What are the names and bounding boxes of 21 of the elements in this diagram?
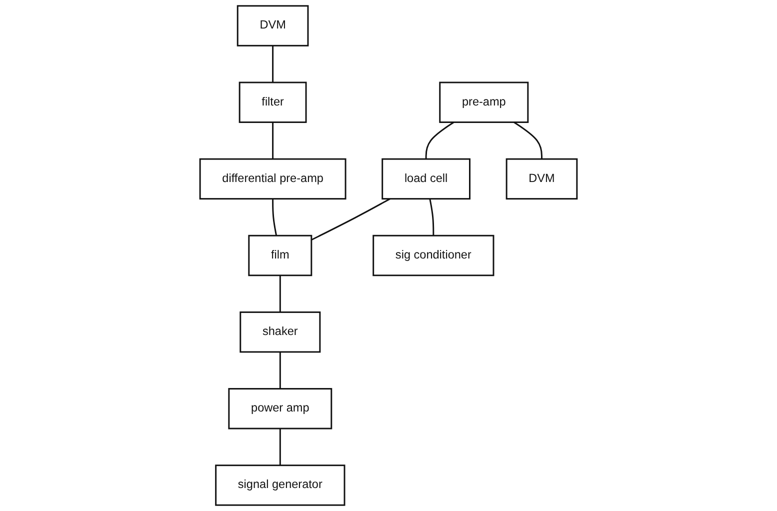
node-box xyxy=(228,388,332,430)
node-box xyxy=(240,311,321,353)
node-box xyxy=(238,82,307,123)
connector xyxy=(272,198,278,236)
node-box xyxy=(382,158,470,200)
connector xyxy=(272,122,274,160)
node-box xyxy=(215,464,346,506)
node-box xyxy=(439,82,529,123)
node-box xyxy=(199,158,346,200)
connector xyxy=(279,275,281,312)
connector xyxy=(272,46,274,82)
connector xyxy=(425,122,454,160)
node-box xyxy=(506,158,578,200)
connector xyxy=(429,198,434,236)
node-box xyxy=(236,5,309,46)
node-box xyxy=(372,234,494,276)
node-box xyxy=(248,234,312,276)
connector xyxy=(311,198,390,241)
connector xyxy=(279,352,281,389)
connector xyxy=(279,428,281,466)
connector xyxy=(514,122,542,160)
